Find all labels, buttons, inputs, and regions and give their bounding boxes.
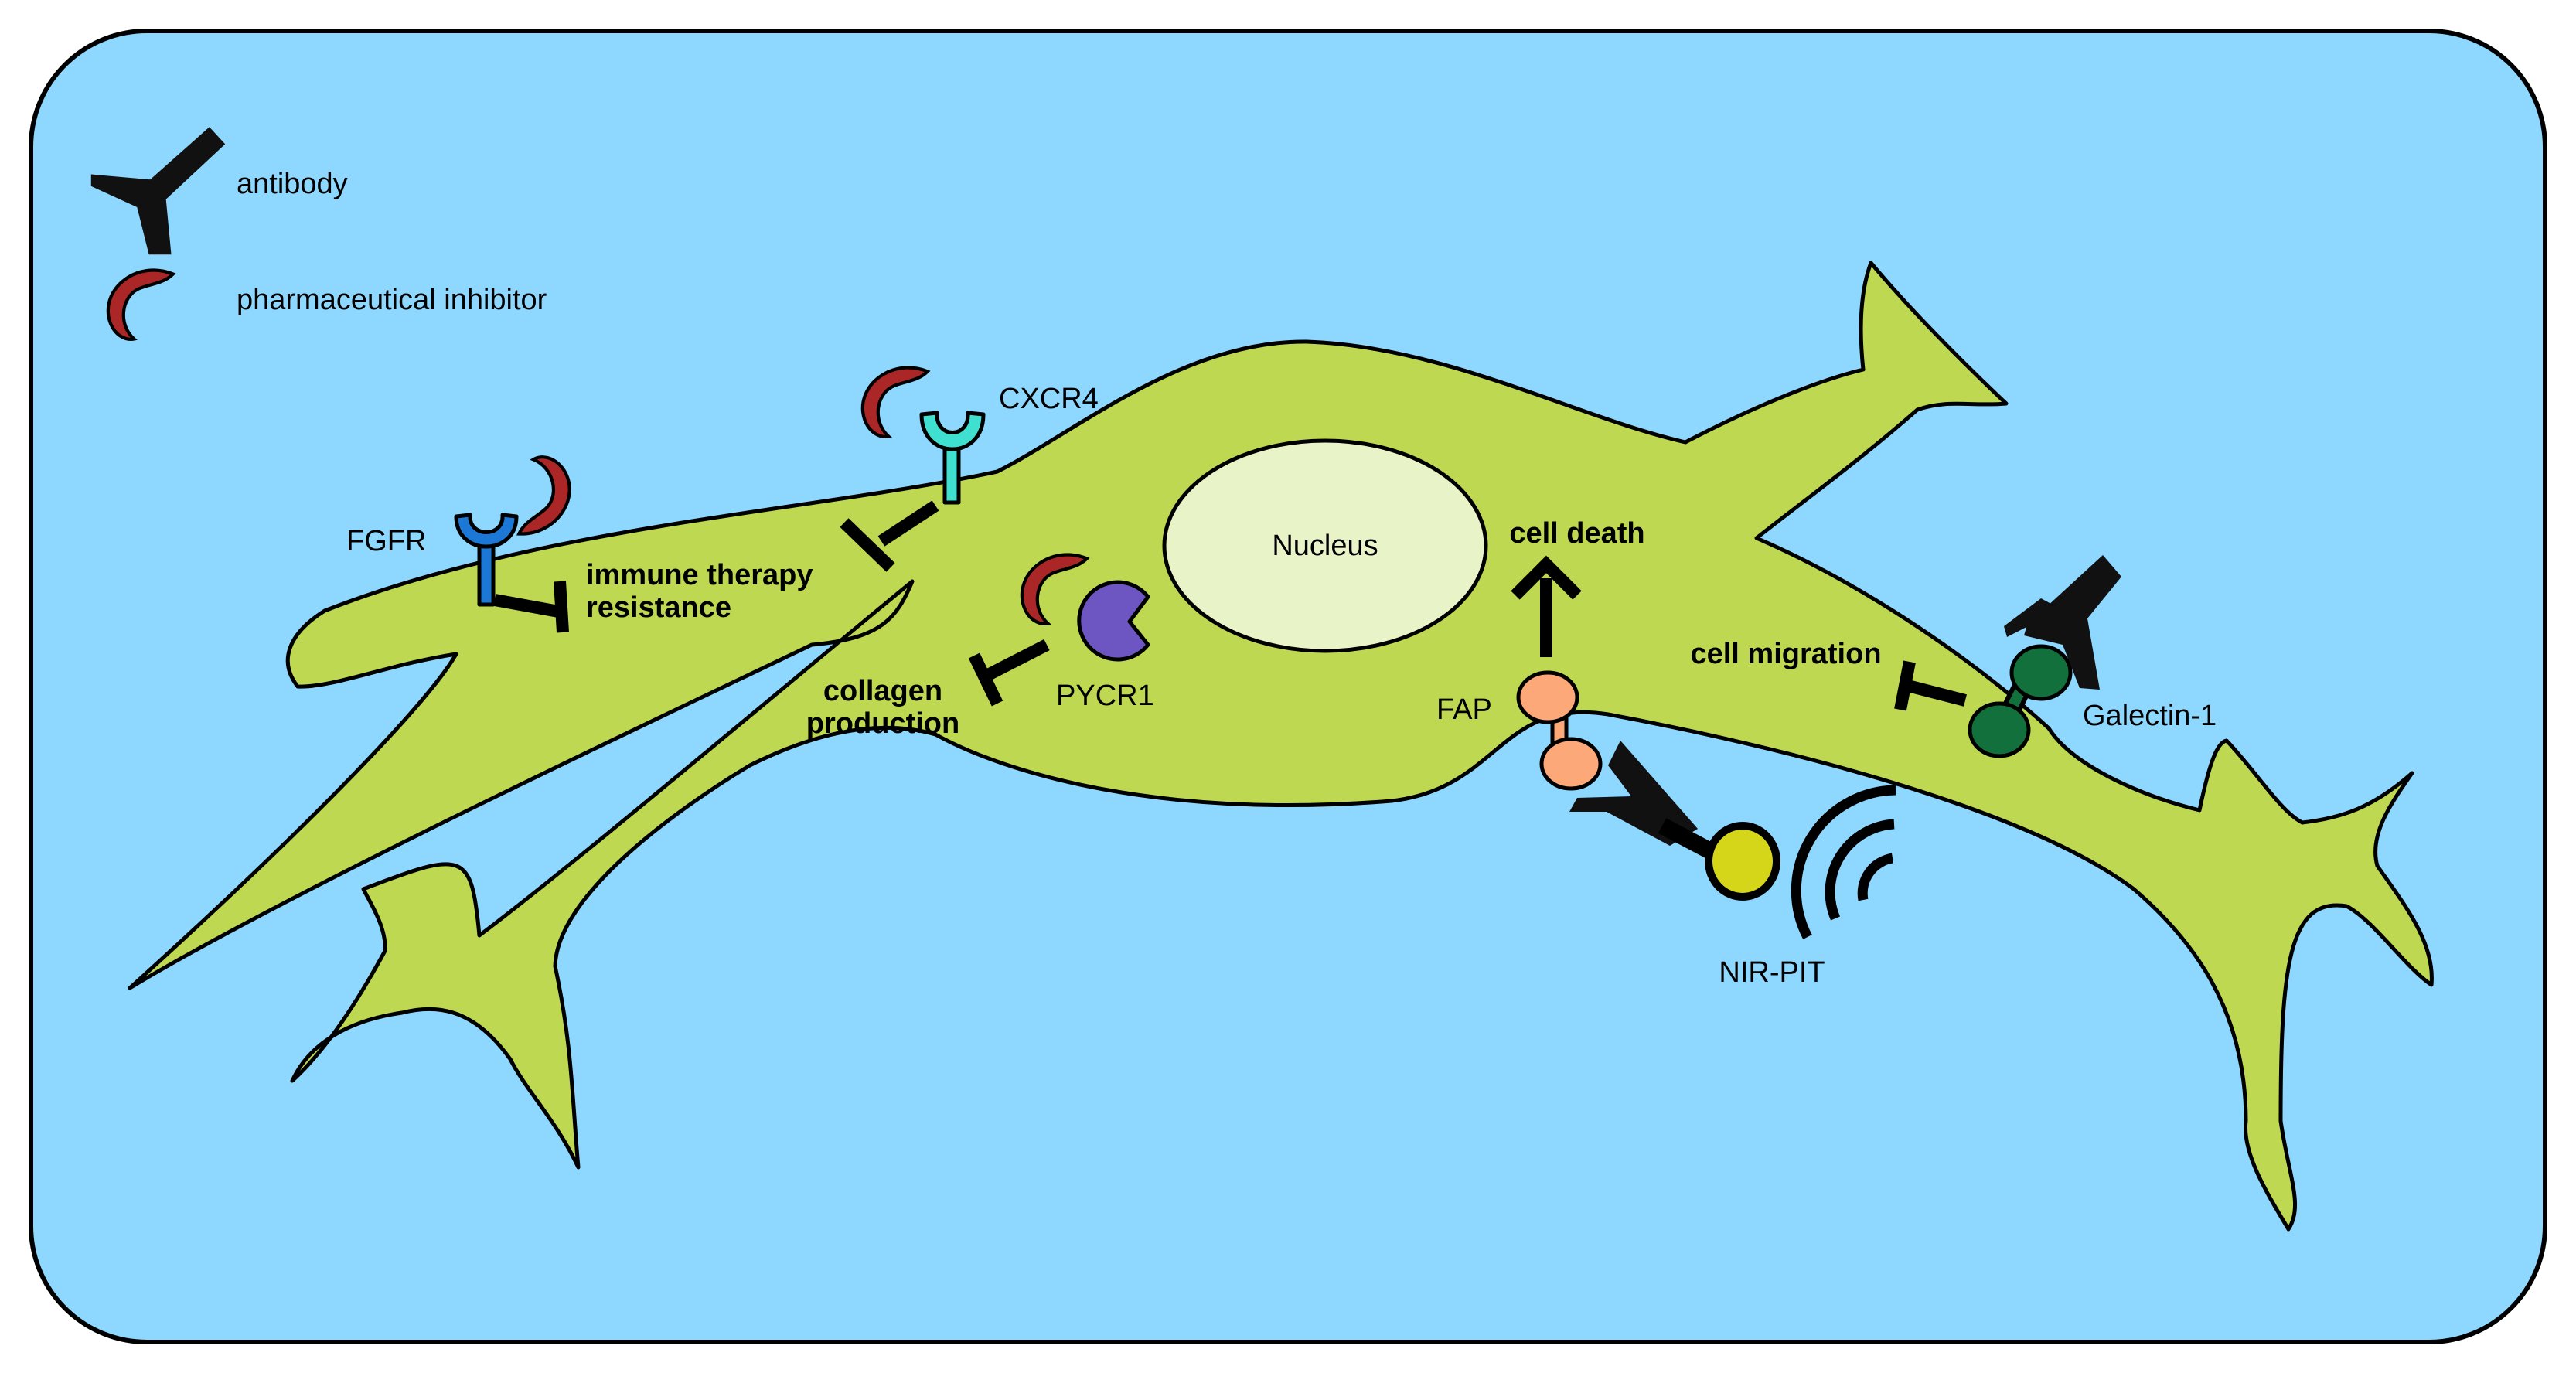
collagen-label-1: collagen [823, 675, 942, 707]
nir-dye-icon [1705, 822, 1780, 901]
legend-inhibitor-label: pharmaceutical inhibitor [237, 284, 547, 316]
cxcr4-label: CXCR4 [999, 383, 1099, 415]
galectin-label: Galectin-1 [2083, 700, 2217, 732]
nucleus-label: Nucleus [1272, 530, 1378, 562]
fgfr-receptor [454, 513, 519, 607]
cxcr4-receptor [919, 411, 986, 505]
fibroblast-cell [128, 261, 2434, 1232]
migration-inhibition-bar [1894, 660, 1967, 711]
pycr1-label: PYCR1 [1056, 680, 1154, 712]
fap-label: FAP [1436, 693, 1492, 726]
light-wave-icon [1791, 785, 1896, 939]
fgfr-inhibition-bar [493, 581, 569, 633]
cxcr4-inhibition-bar [840, 500, 939, 572]
legend-antibody-label: antibody [237, 168, 348, 200]
nucleus [1162, 438, 1488, 653]
immune-resistance-label-2: resistance [586, 591, 731, 624]
collagen-label-2: production [806, 707, 959, 740]
cell-death-arrow [1511, 555, 1582, 657]
cell-death-label: cell death [1509, 517, 1644, 550]
galectin-antibody-icon [2004, 555, 2121, 690]
fgfr-label: FGFR [346, 525, 426, 557]
galectin-protein [1968, 644, 2073, 758]
immune-resistance-label-1: immune therapy [586, 559, 813, 591]
cell-migration-label: cell migration [1690, 638, 1881, 670]
legend: antibody pharmaceutical inhibitor [90, 127, 547, 339]
pycr1-enzyme-icon [1077, 580, 1150, 662]
fap-protein [1516, 670, 1603, 791]
nir-pit-label: NIR-PIT [1719, 956, 1825, 989]
pycr1-inhibition-bar [968, 639, 1050, 707]
